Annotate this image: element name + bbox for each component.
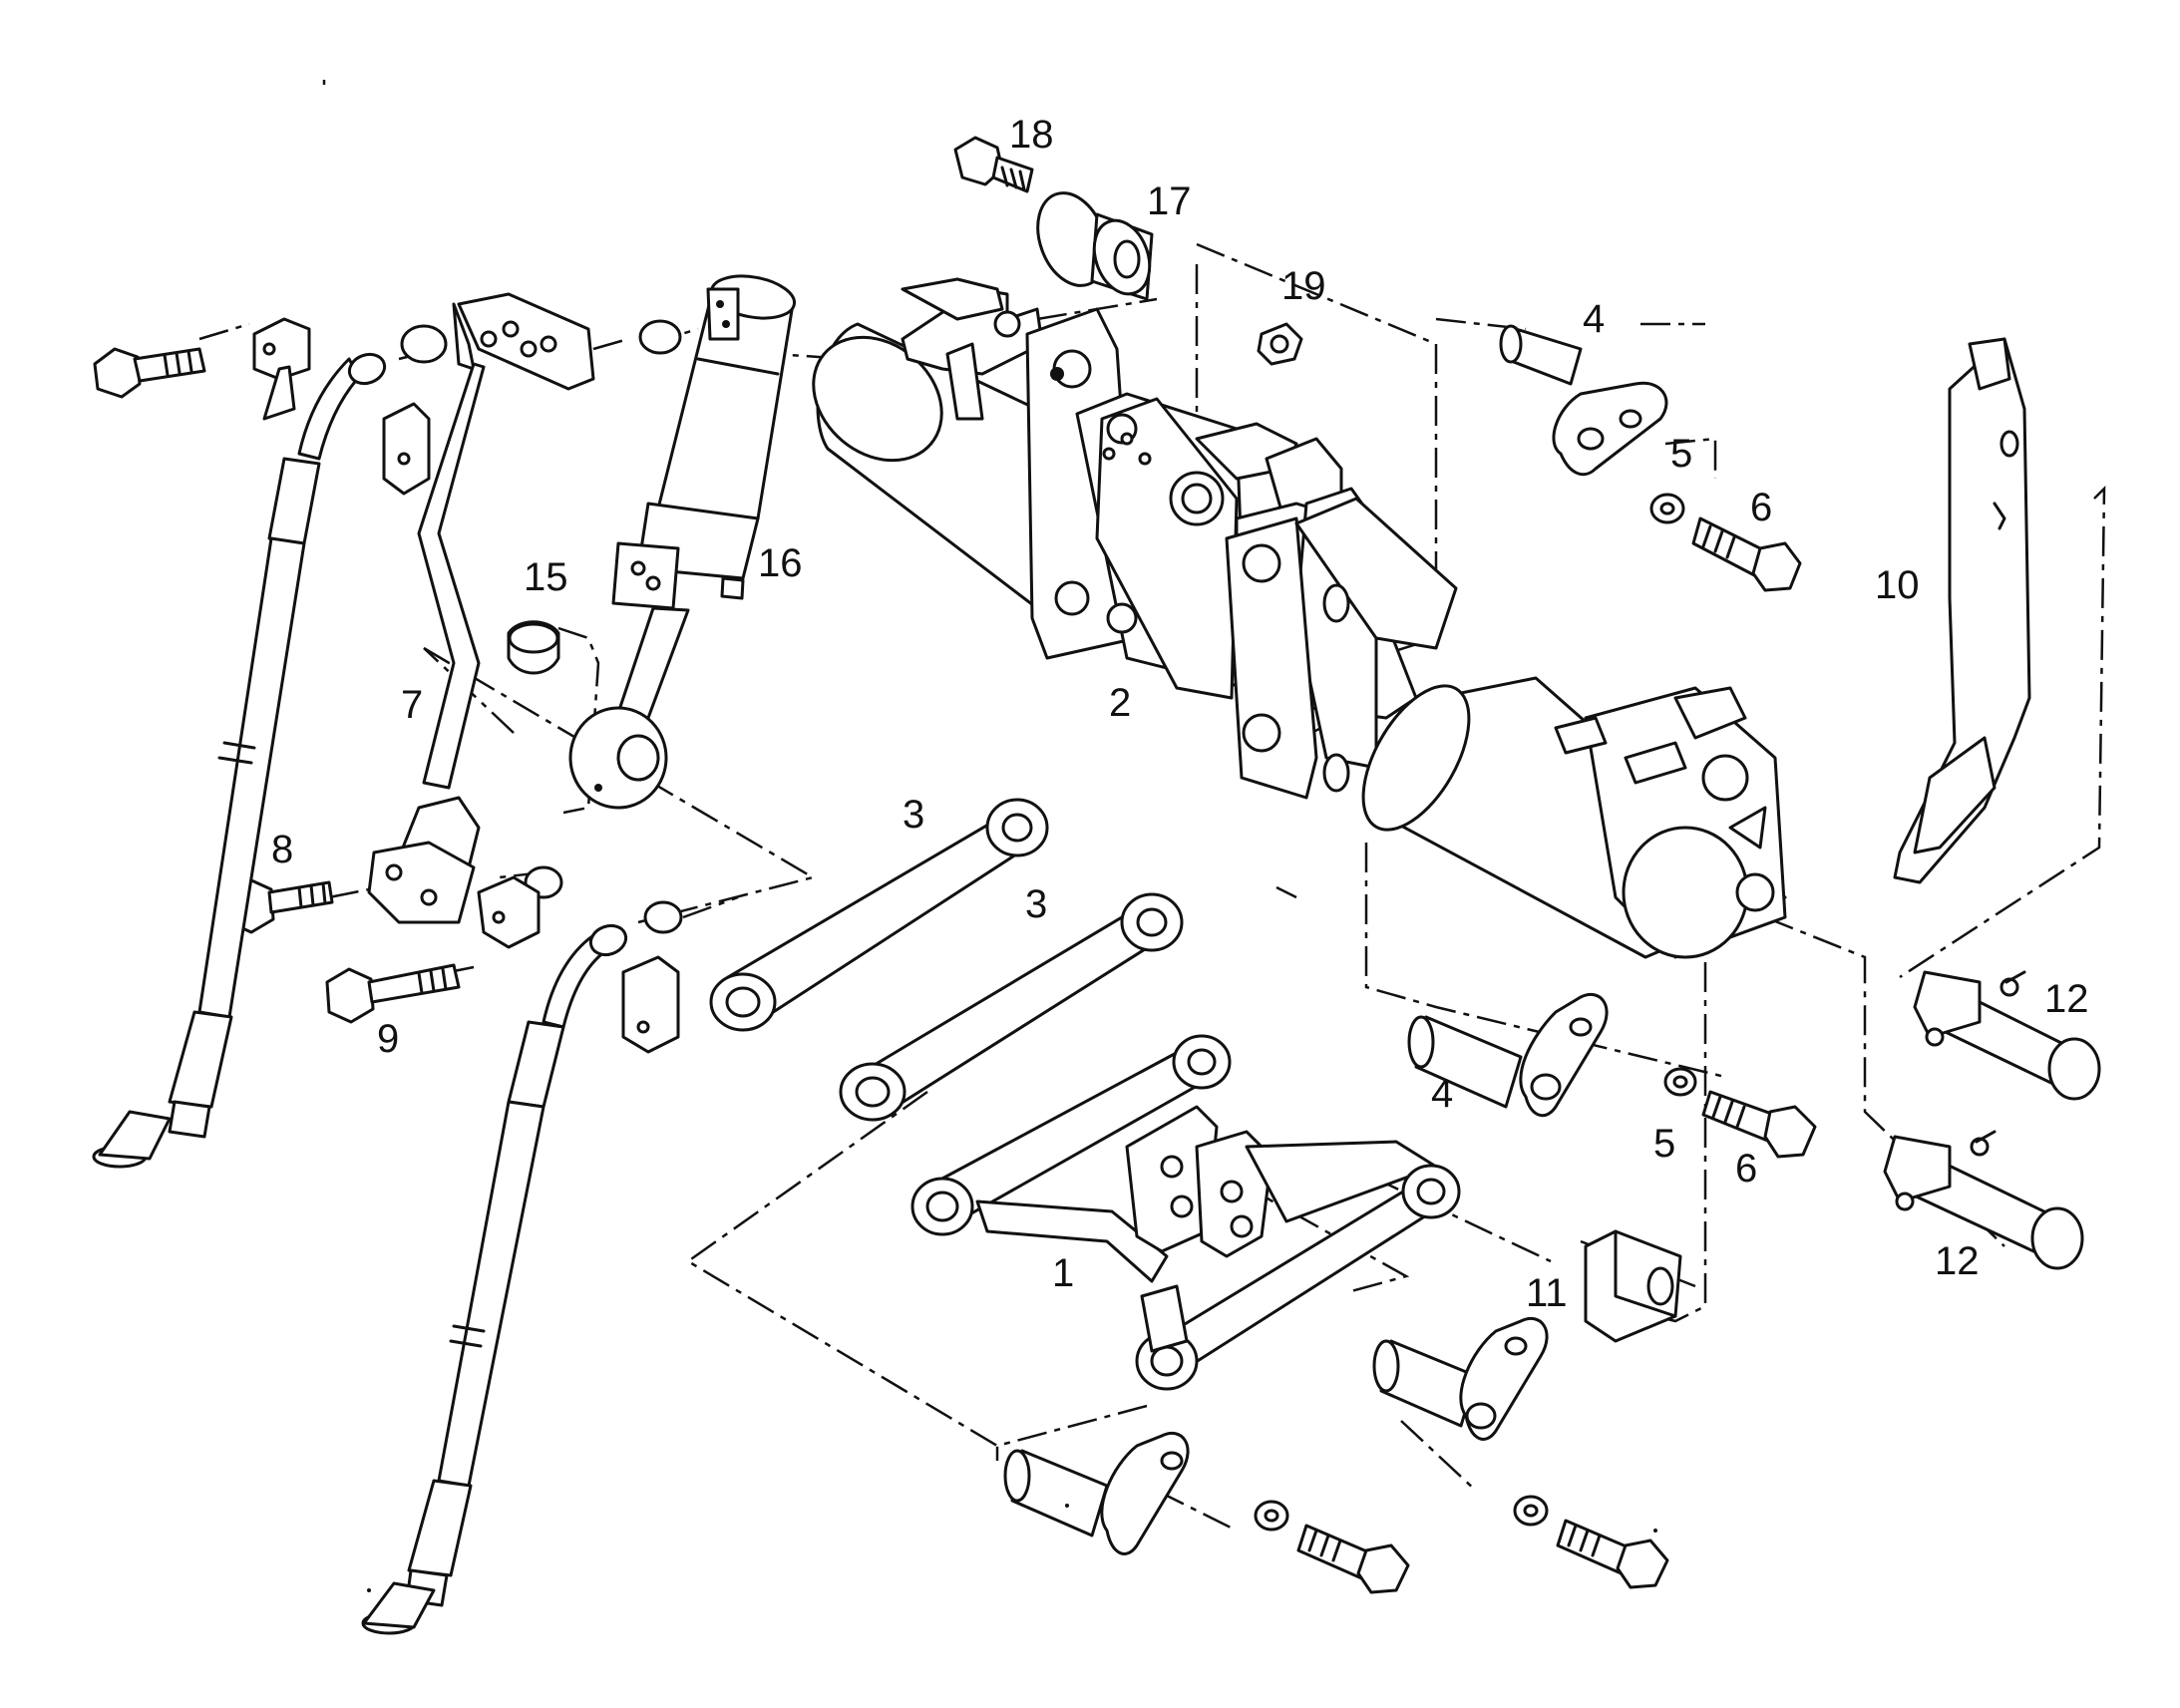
callout-16: 16 [758, 541, 803, 585]
part-17-bushing [1036, 191, 1154, 301]
callout-1: 1 [1052, 1251, 1074, 1295]
part-12-shear-pins [1883, 970, 2101, 1270]
o-rings [400, 319, 683, 934]
callout-8: 8 [271, 828, 293, 871]
callout-5-middle: 5 [1653, 1122, 1675, 1166]
bolts-left [93, 347, 461, 1024]
part-15-plug [507, 620, 560, 675]
callout-9: 9 [377, 1017, 399, 1061]
callout-7: 7 [401, 683, 423, 727]
callout-15: 15 [524, 555, 568, 599]
callout-10: 10 [1875, 563, 1920, 607]
callout-11: 11 [1526, 1271, 1568, 1315]
part-18-bolt [953, 136, 1034, 193]
clamp-halves [252, 317, 680, 1054]
callout-3-upper: 3 [903, 793, 924, 837]
callout-18: 18 [1009, 113, 1054, 157]
callout-6-middle: 6 [1735, 1147, 1757, 1191]
part-1-lower-frame [910, 1034, 1461, 1391]
part-3-link-arms [709, 798, 1184, 1122]
pins-washers-bolts [1003, 324, 1817, 1594]
part-7-pipe-manifold [367, 292, 595, 924]
part-2-main-frame [812, 277, 1787, 959]
callout-4-upper: 4 [1583, 297, 1605, 341]
callout-6-upper: 6 [1750, 486, 1772, 529]
callout-2: 2 [1109, 681, 1131, 725]
callout-17: 17 [1147, 179, 1192, 223]
callout-labels: 18 17 19 4 5 6 10 15 16 7 2 3 3 8 9 12 4… [271, 113, 2089, 1315]
callout-5-upper: 5 [1670, 432, 1692, 476]
callout-3-lower: 3 [1025, 882, 1047, 926]
part-11-block [1584, 1229, 1682, 1343]
part-19-nut [1257, 322, 1303, 366]
callout-4-middle: 4 [1431, 1072, 1453, 1116]
callout-12-lower: 12 [1935, 1239, 1980, 1283]
part-10-tine-blade [1893, 337, 2031, 884]
callout-12-upper: 12 [2044, 977, 2089, 1021]
callout-19: 19 [1281, 264, 1326, 308]
hydraulic-hoses [92, 352, 628, 1635]
part-16-hydraulic-cylinder [568, 274, 797, 810]
scan-specks [367, 1504, 1657, 1592]
